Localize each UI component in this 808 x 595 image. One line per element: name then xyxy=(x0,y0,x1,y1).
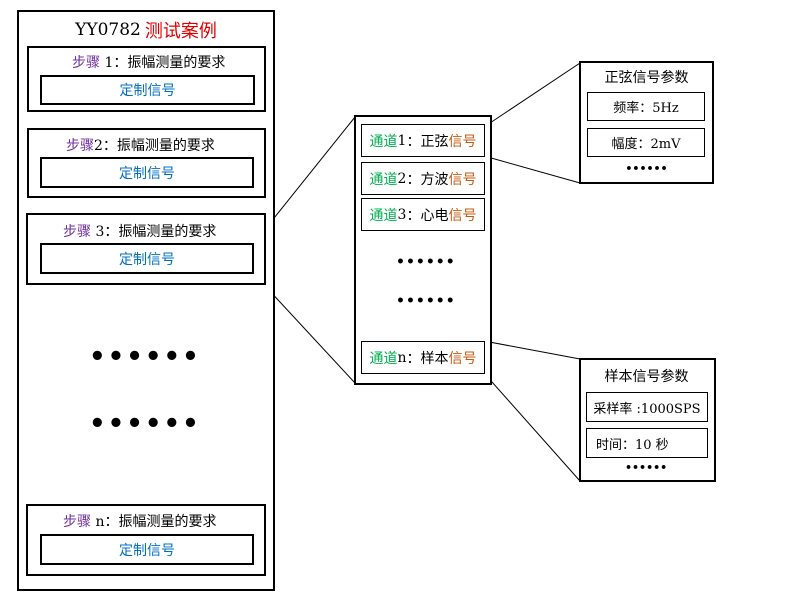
connector-chn-to-sample-top xyxy=(483,340,581,360)
sine-params-panel xyxy=(579,61,714,184)
sine-amp-field[interactable]: 幅度：2mV xyxy=(587,128,705,157)
channels-panel xyxy=(354,115,492,385)
step-1-label: 步骤 1：振幅测量的要求 xyxy=(72,55,226,71)
step-2-signal-button[interactable]: 定制信号 xyxy=(40,157,254,188)
steps-ellipsis-2: •••••• xyxy=(89,409,201,439)
steps-ellipsis-1: •••••• xyxy=(89,342,201,372)
step-n-label: 步骤 n：振幅测量的要求 xyxy=(63,514,217,530)
sine-params-title: 正弦信号参数 xyxy=(604,70,689,86)
channels-ellipsis-1: •••••• xyxy=(396,254,456,270)
step-1-signal-button[interactable]: 定制信号 xyxy=(40,75,255,105)
step-2-label: 步骤2：振幅测量的要求 xyxy=(66,138,215,154)
title-cn: 测试案例 xyxy=(144,21,217,42)
title-code: YY0782 xyxy=(75,20,141,40)
channel-1-item[interactable]: 通道 1：正弦信号 xyxy=(361,124,485,157)
sample-params-ellipsis: •••••• xyxy=(625,461,668,474)
sine-freq-field[interactable]: 频率：5Hz xyxy=(587,92,705,121)
sample-params-title: 样本信号参数 xyxy=(604,369,689,385)
channels-ellipsis-2: •••••• xyxy=(396,293,456,309)
step-3-label: 步骤 3：振幅测量的要求 xyxy=(63,224,217,240)
channel-3-item[interactable]: 通道 3：心电信号 xyxy=(361,198,485,231)
connector-ch1-to-sine-bottom xyxy=(483,155,581,184)
sample-time-field[interactable]: 时间：10 秒 xyxy=(586,428,708,458)
step-3-signal-button[interactable]: 定制信号 xyxy=(40,243,254,274)
sine-params-ellipsis: •••••• xyxy=(625,162,668,175)
connector-chn-to-sample-bottom xyxy=(483,372,581,482)
step-n-signal-button[interactable]: 定制信号 xyxy=(40,534,254,565)
sample-rate-field[interactable]: 采样率 :1000SPS xyxy=(586,392,708,422)
channel-2-item[interactable]: 通道 2：方波信号 xyxy=(361,162,485,195)
channel-n-item[interactable]: 通道 n：样本信号 xyxy=(361,341,485,374)
connector-ch1-to-sine-top xyxy=(483,62,581,128)
